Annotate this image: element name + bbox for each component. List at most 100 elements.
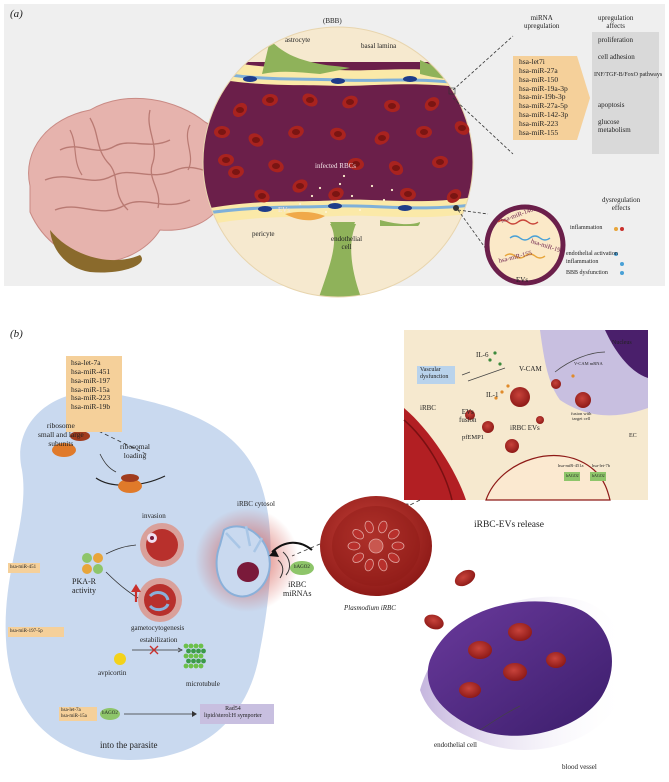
nucleus-label: Nucleus xyxy=(612,340,632,346)
irbc-ev xyxy=(505,439,519,453)
hago2-icon xyxy=(100,708,120,720)
mirna-item: hsa-miR-15a xyxy=(71,384,110,394)
mirna-strand xyxy=(509,235,551,241)
effect-item: cell adhesion xyxy=(598,53,635,61)
header-line-2: effects xyxy=(611,204,631,213)
parasite-region xyxy=(5,391,271,760)
let7b-label: hsa-let-7b xyxy=(592,463,610,468)
tubulin-unit xyxy=(193,663,199,669)
irbc-parasite xyxy=(215,525,271,598)
rad54-label: Rad54 lipid/sterol:H symporter xyxy=(204,706,262,720)
infected-rbc-core xyxy=(352,161,360,167)
label-line: ribosomal xyxy=(120,442,150,451)
irbc-ev xyxy=(551,379,561,389)
zoom-line xyxy=(452,97,514,155)
infected-rbc-core xyxy=(222,157,230,163)
label-line: dysfunction xyxy=(420,374,449,381)
merozoite xyxy=(352,529,364,540)
merozoite xyxy=(364,520,374,534)
label-line: EVs xyxy=(461,408,474,416)
mirna-item: hsa-miR-27a xyxy=(519,65,558,75)
infected-rbc-core xyxy=(292,129,300,135)
merozoite xyxy=(388,529,400,540)
mirna-item: hsa-mir-19b-3p xyxy=(519,92,566,102)
dysreg-item: BBB dysfunction xyxy=(566,270,608,276)
irbc-ev xyxy=(536,416,544,424)
infected-rbc-core xyxy=(388,103,396,109)
infected-rbc-core xyxy=(392,165,400,171)
mirna-upregulation-header: miRNA upregulation xyxy=(524,14,559,31)
upregulation-affects-header: upregulation affects xyxy=(598,14,633,31)
infected-rbc-core xyxy=(306,97,314,103)
infected-rbc-core xyxy=(236,107,244,113)
pericyte-label: pericyte xyxy=(252,230,275,238)
irbc-ev xyxy=(510,387,530,407)
effect-item: proliferation xyxy=(598,36,633,44)
zoom-box xyxy=(448,87,456,95)
vcam-label: V-CAM xyxy=(519,365,542,373)
ribosome-subunits xyxy=(52,431,166,493)
avpicortin-label: avpicortin xyxy=(98,669,127,677)
ev-dot xyxy=(324,210,328,214)
header-line-2: upregulation xyxy=(524,22,560,31)
rad54-box xyxy=(200,704,274,724)
dysreg-item: inflammation xyxy=(566,259,599,265)
header-line-1: miRNA xyxy=(530,14,553,22)
ec-cell-bottom xyxy=(485,455,611,501)
effect-item: INF/TGF-B/FoxO pathways xyxy=(594,72,663,78)
mirna-item: hsa-miR-223 xyxy=(519,118,559,128)
gametocytogenesis-label: gametocytogenesis xyxy=(131,624,185,632)
infected-rbc-core xyxy=(420,129,428,135)
label-line: fusion with xyxy=(571,411,592,416)
estabilization-label: estabilization xyxy=(140,636,178,644)
ev-dot xyxy=(370,184,374,188)
invasion-cell xyxy=(140,523,184,567)
ev-dot xyxy=(310,194,314,198)
microtubule-icon xyxy=(183,643,206,669)
dysreg-item: endothelial activation xyxy=(566,251,618,257)
ev-dot xyxy=(358,208,362,212)
mirna-item: hsa-miR-197 xyxy=(71,375,111,385)
tubulin-unit xyxy=(183,643,189,649)
ec-label: EC xyxy=(629,433,637,439)
tubulin-unit xyxy=(183,653,189,659)
label-line: miRNAs xyxy=(283,589,312,599)
endothelial-line-2: cell xyxy=(341,243,352,252)
tubulin-unit xyxy=(193,643,199,649)
mir451a-label: hsa-miR-451a xyxy=(558,463,584,468)
merozoite-rosette xyxy=(347,520,405,572)
ev-dot xyxy=(350,194,354,198)
mirna-item: hsa-miR-150 xyxy=(519,74,559,84)
tubulin-unit xyxy=(188,653,194,659)
infected-rbc-core xyxy=(272,163,280,169)
mirna-strand xyxy=(497,219,539,225)
label-line: ribosome xyxy=(46,421,75,430)
ev-dot xyxy=(390,188,394,192)
effect-item: apoptosis xyxy=(598,101,625,109)
infected-rbc-core xyxy=(232,169,240,175)
label-line: lipid/sterol:H symporter xyxy=(204,713,262,720)
header-line-1: upregulation xyxy=(598,14,634,22)
mirna-item: hsa-let7i xyxy=(519,57,545,66)
mir451-box xyxy=(8,563,40,573)
infected-rbc-core xyxy=(334,131,342,137)
hago2-label: hAGO2 xyxy=(102,711,118,716)
upregulation-affects-box xyxy=(592,32,659,154)
panel-a-label: (a) xyxy=(10,8,23,20)
ev-dot xyxy=(330,200,334,204)
microtubule-label: microtubule xyxy=(186,680,220,688)
pkar-label: PKA-R activity xyxy=(72,577,96,596)
mirna-item: hsa-miR-19a-3p xyxy=(519,83,568,93)
evs-label: EVs xyxy=(278,206,291,214)
merozoite xyxy=(388,552,400,563)
evs-release-label: iRBC-EVs release xyxy=(474,520,544,530)
letmir-box xyxy=(59,707,97,721)
nucleus xyxy=(605,330,648,378)
letmir-labels: hsa-let-7a hsa-miR-15a xyxy=(61,708,87,720)
effect-item: glucose metabolism xyxy=(598,118,631,135)
tubulin-unit xyxy=(196,648,201,654)
tubulin-unit xyxy=(186,658,191,664)
infected-rbc-core xyxy=(458,125,466,131)
ev-dot-group xyxy=(298,174,394,214)
